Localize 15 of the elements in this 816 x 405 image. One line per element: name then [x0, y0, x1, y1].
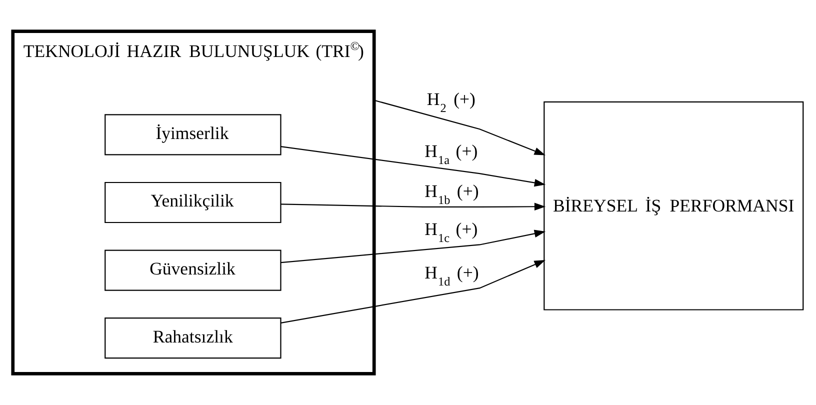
node-box: Rahatsızlık [104, 318, 282, 359]
node-box: BİREYSEL İŞ PERFORMANSI [544, 101, 804, 310]
edge-label: H$_{1d}$ (+) [424, 262, 479, 288]
arrow [280, 230, 546, 264]
arrow [280, 202, 546, 211]
arrow [280, 146, 546, 187]
edge-label: H$_{2}$ (+) [426, 88, 476, 115]
node-box: İyimserlik [104, 114, 282, 156]
arrow [374, 100, 546, 156]
edge-label: H$_{1a}$ (+) [424, 141, 478, 168]
node-box: Güvensizlik [104, 250, 282, 291]
node-box: Yenilikçilik [104, 182, 282, 224]
arrow [280, 260, 546, 324]
edge-label: H$_{1b}$ (+) [424, 181, 479, 208]
edge-label: H$_{1c}$ (+) [424, 218, 478, 245]
